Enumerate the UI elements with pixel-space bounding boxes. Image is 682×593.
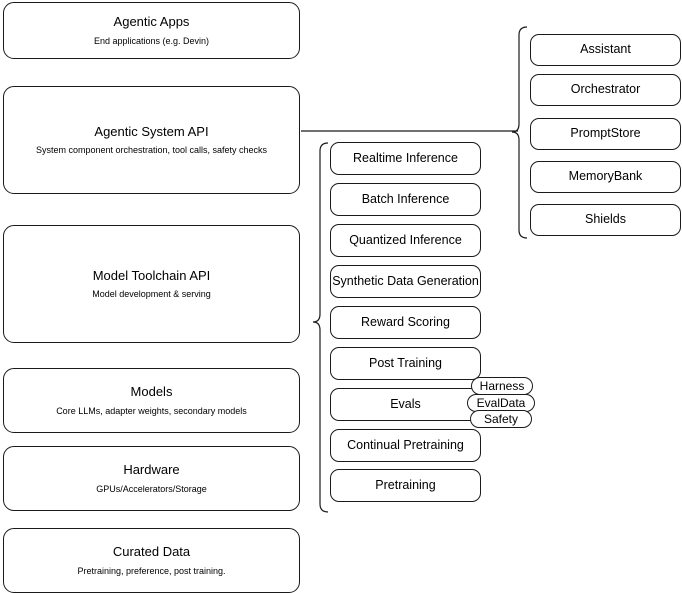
toolchain-box-evals[interactable]: Evals (330, 388, 481, 421)
layer-title: Curated Data (112, 544, 191, 560)
layer-subtitle: Core LLMs, adapter weights, secondary mo… (56, 405, 247, 416)
eval-tag-safety[interactable]: Safety (470, 410, 532, 428)
system-label: PromptStore (570, 126, 641, 141)
system-box-orchestrator[interactable]: Orchestrator (530, 74, 681, 106)
toolchain-label: Realtime Inference (353, 150, 458, 165)
toolchain-box-realtime-inference[interactable]: Realtime Inference (330, 142, 481, 175)
layer-title: Model Toolchain API (92, 267, 211, 283)
toolchain-box-quantized-inference[interactable]: Quantized Inference (330, 224, 481, 257)
layer-subtitle: GPUs/Accelerators/Storage (96, 483, 207, 494)
system-label: Orchestrator (570, 82, 641, 97)
layer-title: Agentic Apps (113, 14, 190, 30)
eval-tag-label: Safety (483, 412, 519, 426)
layer-subtitle: Pretraining, preference, post training. (77, 565, 226, 576)
layer-title: Models (130, 384, 173, 400)
toolchain-box-reward-scoring[interactable]: Reward Scoring (330, 306, 481, 339)
layer-box-model-toolchain-api[interactable]: Model Toolchain API Model development & … (3, 225, 300, 343)
toolchain-label: Pretraining (375, 477, 436, 492)
layer-subtitle: End applications (e.g. Devin) (93, 35, 210, 46)
toolchain-label: Batch Inference (361, 191, 450, 206)
system-label: Shields (585, 212, 626, 227)
system-box-promptstore[interactable]: PromptStore (530, 118, 681, 150)
layer-box-agentic-system-api[interactable]: Agentic System API System component orch… (3, 86, 300, 194)
eval-tag-label: Harness (479, 379, 525, 393)
toolchain-label: Post Training (369, 355, 442, 370)
system-box-memorybank[interactable]: MemoryBank (530, 161, 681, 193)
layer-title: Hardware (123, 462, 180, 478)
toolchain-label: Evals (390, 396, 421, 411)
toolchain-box-continual-pretraining[interactable]: Continual Pretraining (330, 429, 481, 462)
bracket-system-components (511, 26, 528, 239)
system-box-assistant[interactable]: Assistant (530, 34, 681, 66)
toolchain-box-batch-inference[interactable]: Batch Inference (330, 183, 481, 216)
eval-tag-label: EvalData (476, 396, 526, 410)
eval-tag-harness[interactable]: Harness (471, 377, 533, 395)
layer-title: Agentic System API (94, 123, 209, 139)
bracket-toolchain-components (312, 142, 329, 513)
toolchain-label: Quantized Inference (349, 232, 462, 247)
layer-subtitle: Model development & serving (92, 289, 211, 299)
layer-box-models[interactable]: Models Core LLMs, adapter weights, secon… (3, 368, 300, 433)
layer-box-curated-data[interactable]: Curated Data Pretraining, preference, po… (3, 528, 300, 593)
layer-box-agentic-apps[interactable]: Agentic Apps End applications (e.g. Devi… (3, 2, 300, 59)
toolchain-box-post-training[interactable]: Post Training (330, 347, 481, 380)
system-label: Assistant (580, 42, 631, 57)
system-box-shields[interactable]: Shields (530, 204, 681, 236)
layer-box-hardware[interactable]: Hardware GPUs/Accelerators/Storage (3, 446, 300, 511)
layer-subtitle: System component orchestration, tool cal… (35, 145, 268, 155)
toolchain-box-pretraining[interactable]: Pretraining (330, 469, 481, 502)
toolchain-box-synthetic-data-generation[interactable]: Synthetic Data Generation (330, 265, 481, 298)
toolchain-label: Continual Pretraining (347, 437, 464, 452)
toolchain-label: Reward Scoring (361, 314, 450, 329)
system-label: MemoryBank (568, 169, 643, 184)
toolchain-label: Synthetic Data Generation (332, 273, 479, 288)
